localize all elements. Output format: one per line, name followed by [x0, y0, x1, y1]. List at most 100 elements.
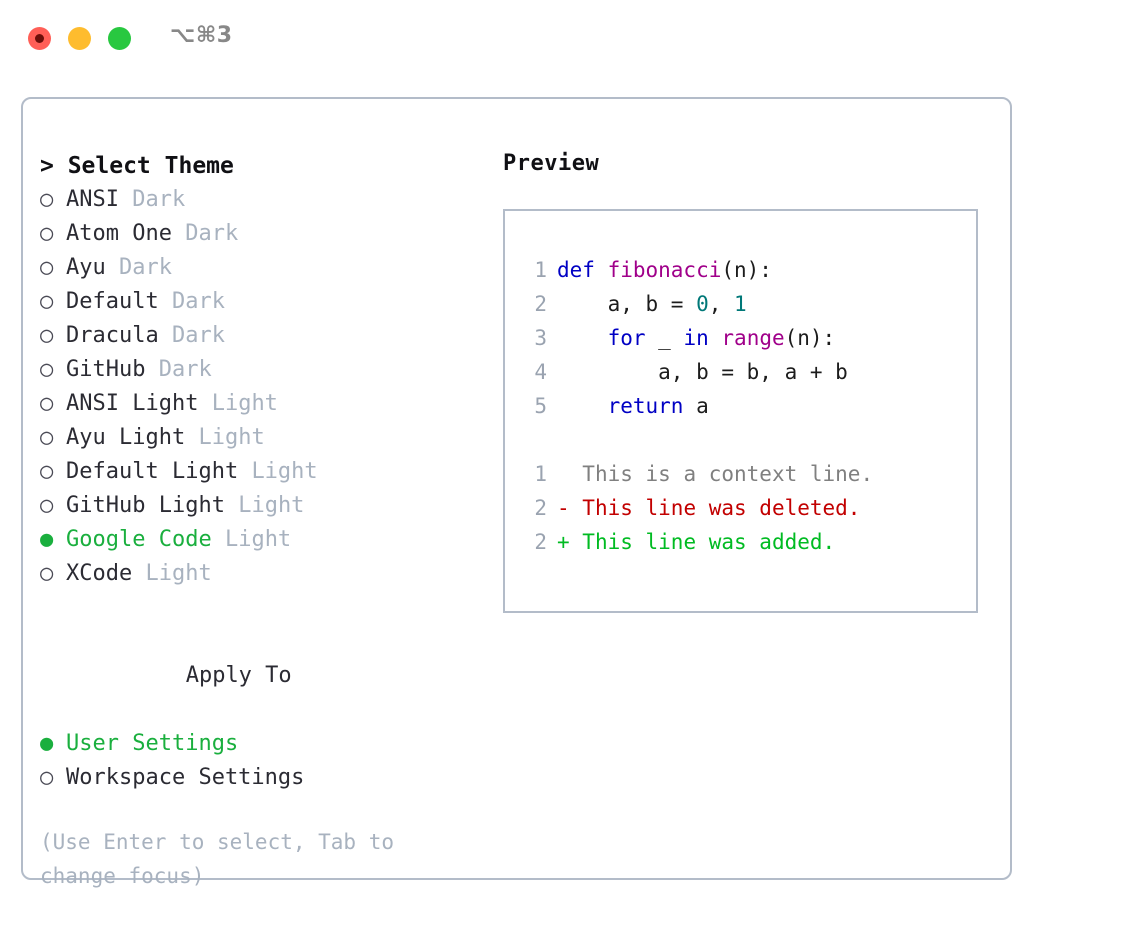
diff-line: 1 This is a context line. — [523, 457, 976, 491]
theme-variant-tag: Dark — [171, 323, 225, 348]
radio-selected-icon: ● — [40, 731, 54, 756]
code-token: def — [557, 258, 608, 282]
label-gap — [238, 459, 251, 484]
theme-option-label: Google Code — [66, 527, 212, 552]
theme-option-google-code[interactable]: ●Google Code Light — [40, 523, 490, 557]
label-gap — [159, 323, 172, 348]
maximize-button[interactable] — [108, 27, 131, 50]
code-token: , — [708, 292, 735, 316]
label-gap — [185, 425, 198, 450]
radio-unselected-icon: ○ — [40, 323, 54, 348]
line-number: 4 — [534, 360, 547, 384]
theme-option-ansi[interactable]: ○ANSI Dark — [40, 183, 490, 217]
theme-option-ayu-light[interactable]: ○ Ayu Light Light — [40, 421, 490, 455]
diff-line: 2+ This line was added. — [523, 525, 976, 559]
theme-variant-tag: Dark — [132, 187, 186, 212]
theme-option-github-light[interactable]: ○GitHub Light Light — [40, 489, 490, 523]
theme-variant-tag: Light — [224, 527, 292, 552]
theme-option-dracula[interactable]: ○Dracula Dark — [40, 319, 490, 353]
code-token: (n): — [721, 258, 772, 282]
label-gap — [119, 187, 132, 212]
theme-option-ansi-light[interactable]: ○ANSI Light Light — [40, 387, 490, 421]
code-line: 2 a, b = 0, 1 — [523, 287, 976, 321]
code-token: _ — [645, 326, 684, 350]
theme-variant-tag: Dark — [158, 357, 212, 382]
code-token: return — [607, 394, 684, 418]
label-gap — [172, 221, 185, 246]
apply-to-option-list: ● User Settings ○Workspace Settings — [40, 727, 490, 795]
theme-variant-tag: Light — [198, 425, 265, 450]
theme-option-list: ○ANSI Dark○Atom One Dark○Ayu Dark○Defaul… — [40, 183, 490, 591]
label-gap — [159, 289, 172, 314]
theme-option-xcode[interactable]: ○XCode Light — [40, 557, 490, 591]
theme-option-label: ANSI Light — [66, 391, 199, 416]
apply-to-option-label: User Settings — [66, 731, 239, 756]
diff-sample: 1 This is a context line.2- This line wa… — [523, 457, 976, 559]
theme-list-column: > Select Theme ○ANSI Dark○Atom One Dark○… — [40, 149, 490, 893]
code-line: 1 def fibonacci(n): — [523, 253, 976, 287]
theme-variant-tag: Light — [238, 493, 305, 518]
traffic-light-group — [28, 27, 131, 50]
code-token: in — [683, 326, 709, 350]
theme-option-default-light[interactable]: ○Default Light Light — [40, 455, 490, 489]
preview-title: Preview — [503, 151, 600, 176]
diff-text: This line was added. — [582, 530, 836, 554]
diff-sign: + — [557, 530, 583, 554]
theme-option-label: Ayu Light — [66, 425, 186, 450]
code-token: fibonacci — [607, 258, 722, 282]
diff-text: This line was deleted. — [582, 496, 861, 520]
diff-sign — [557, 462, 582, 486]
line-number: 1 — [534, 258, 547, 282]
theme-variant-tag: Dark — [171, 289, 225, 314]
diff-sign: - — [557, 496, 583, 520]
theme-option-label: Default Light — [66, 459, 239, 484]
code-diff-separator — [523, 423, 976, 457]
theme-option-label: ANSI — [66, 187, 119, 212]
code-token — [557, 326, 608, 350]
label-gap — [106, 255, 119, 280]
theme-option-label: Atom One — [66, 221, 172, 246]
apply-to-option-label: Workspace Settings — [66, 765, 305, 790]
theme-variant-tag: Light — [211, 391, 278, 416]
theme-option-label: Ayu — [66, 255, 106, 280]
theme-selector-panel: > Select Theme ○ANSI Dark○Atom One Dark○… — [21, 97, 1012, 888]
code-token — [709, 326, 722, 350]
code-token: a, b = — [557, 292, 697, 316]
theme-option-default[interactable]: ○Default Dark — [40, 285, 490, 319]
theme-option-atom-one[interactable]: ○ Atom One Dark — [40, 217, 490, 251]
code-token: a — [683, 394, 709, 418]
label-gap — [225, 493, 238, 518]
theme-option-ayu[interactable]: ○Ayu Dark — [40, 251, 490, 285]
title-bar: ⌥⌘3 — [0, 0, 1140, 78]
line-number: 5 — [534, 394, 547, 418]
radio-unselected-icon: ○ — [40, 221, 54, 246]
theme-option-github[interactable]: ○GitHub Dark — [40, 353, 490, 387]
radio-unselected-icon: ○ — [40, 493, 54, 518]
diff-line: 2- This line was deleted. — [523, 491, 976, 525]
apply-to-option-user-settings[interactable]: ● User Settings — [40, 727, 490, 761]
select-theme-prompt: > Select Theme — [40, 153, 234, 179]
label-gap — [212, 527, 225, 552]
code-token: (n): — [784, 326, 836, 350]
radio-unselected-icon: ○ — [40, 289, 54, 314]
code-line: 4 a, b = b, a + b — [523, 355, 976, 389]
theme-variant-tag: Light — [145, 561, 212, 586]
minimize-button[interactable] — [68, 27, 91, 50]
label-gap — [132, 561, 145, 586]
radio-unselected-icon: ○ — [40, 425, 54, 450]
code-token: range — [721, 326, 785, 350]
code-token: a, b = b, a + b — [557, 360, 848, 384]
line-number: 3 — [534, 326, 547, 350]
line-number: 2 — [534, 496, 547, 520]
theme-variant-tag: Dark — [185, 221, 239, 246]
label-gap — [145, 357, 158, 382]
keyboard-hint-text: (Use Enter to select, Tab to change focu… — [40, 830, 407, 888]
list-spacer — [40, 591, 490, 625]
apply-to-option-workspace-settings[interactable]: ○Workspace Settings — [40, 761, 490, 795]
close-button[interactable] — [28, 27, 51, 50]
theme-variant-tag: Light — [251, 459, 318, 484]
line-number: 1 — [534, 462, 547, 486]
